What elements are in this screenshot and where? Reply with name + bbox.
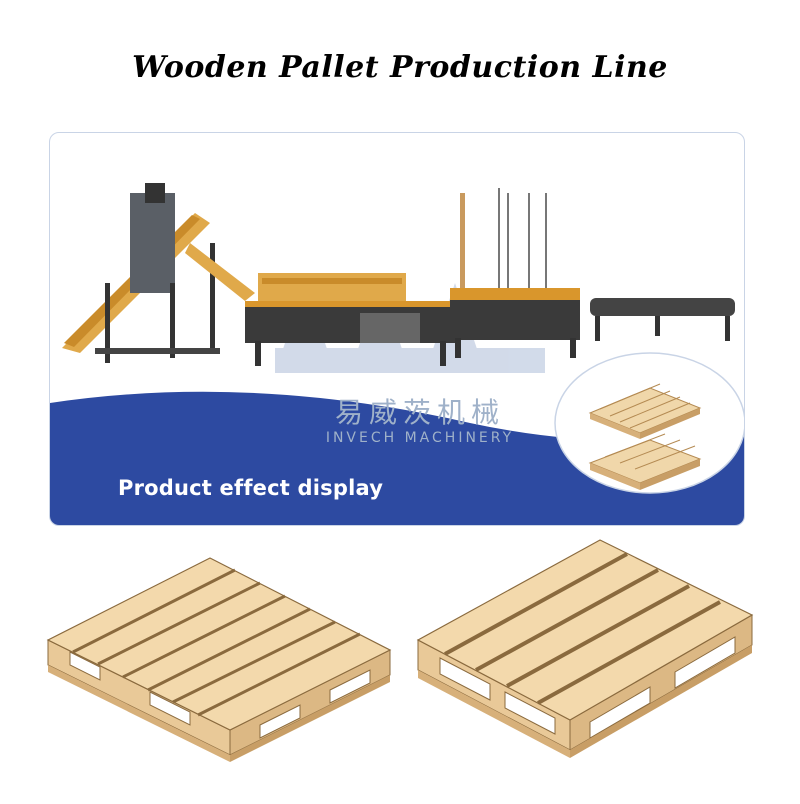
panel-background (50, 183, 744, 525)
production-machine-illustration (62, 183, 735, 366)
brand-name-chinese: 易威茨机械 (334, 396, 505, 429)
brand-name-english: INVECH MACHINERY (325, 430, 515, 446)
product-display-panel: 易威茨机械 INVECH MACHINERY Product effect di… (49, 132, 745, 526)
wooden-pallet-illustration (46, 557, 392, 762)
wooden-pallet-illustration (416, 539, 754, 758)
blue-band (50, 391, 744, 525)
page-title: Wooden Pallet Production Line (132, 50, 668, 85)
wooden-pallet-illustration (588, 383, 702, 439)
panel-caption: Product effect display (118, 476, 384, 500)
pallet-inset-circle (554, 352, 744, 494)
pallet-showcase (0, 530, 800, 800)
wooden-pallet-illustration (588, 433, 702, 490)
